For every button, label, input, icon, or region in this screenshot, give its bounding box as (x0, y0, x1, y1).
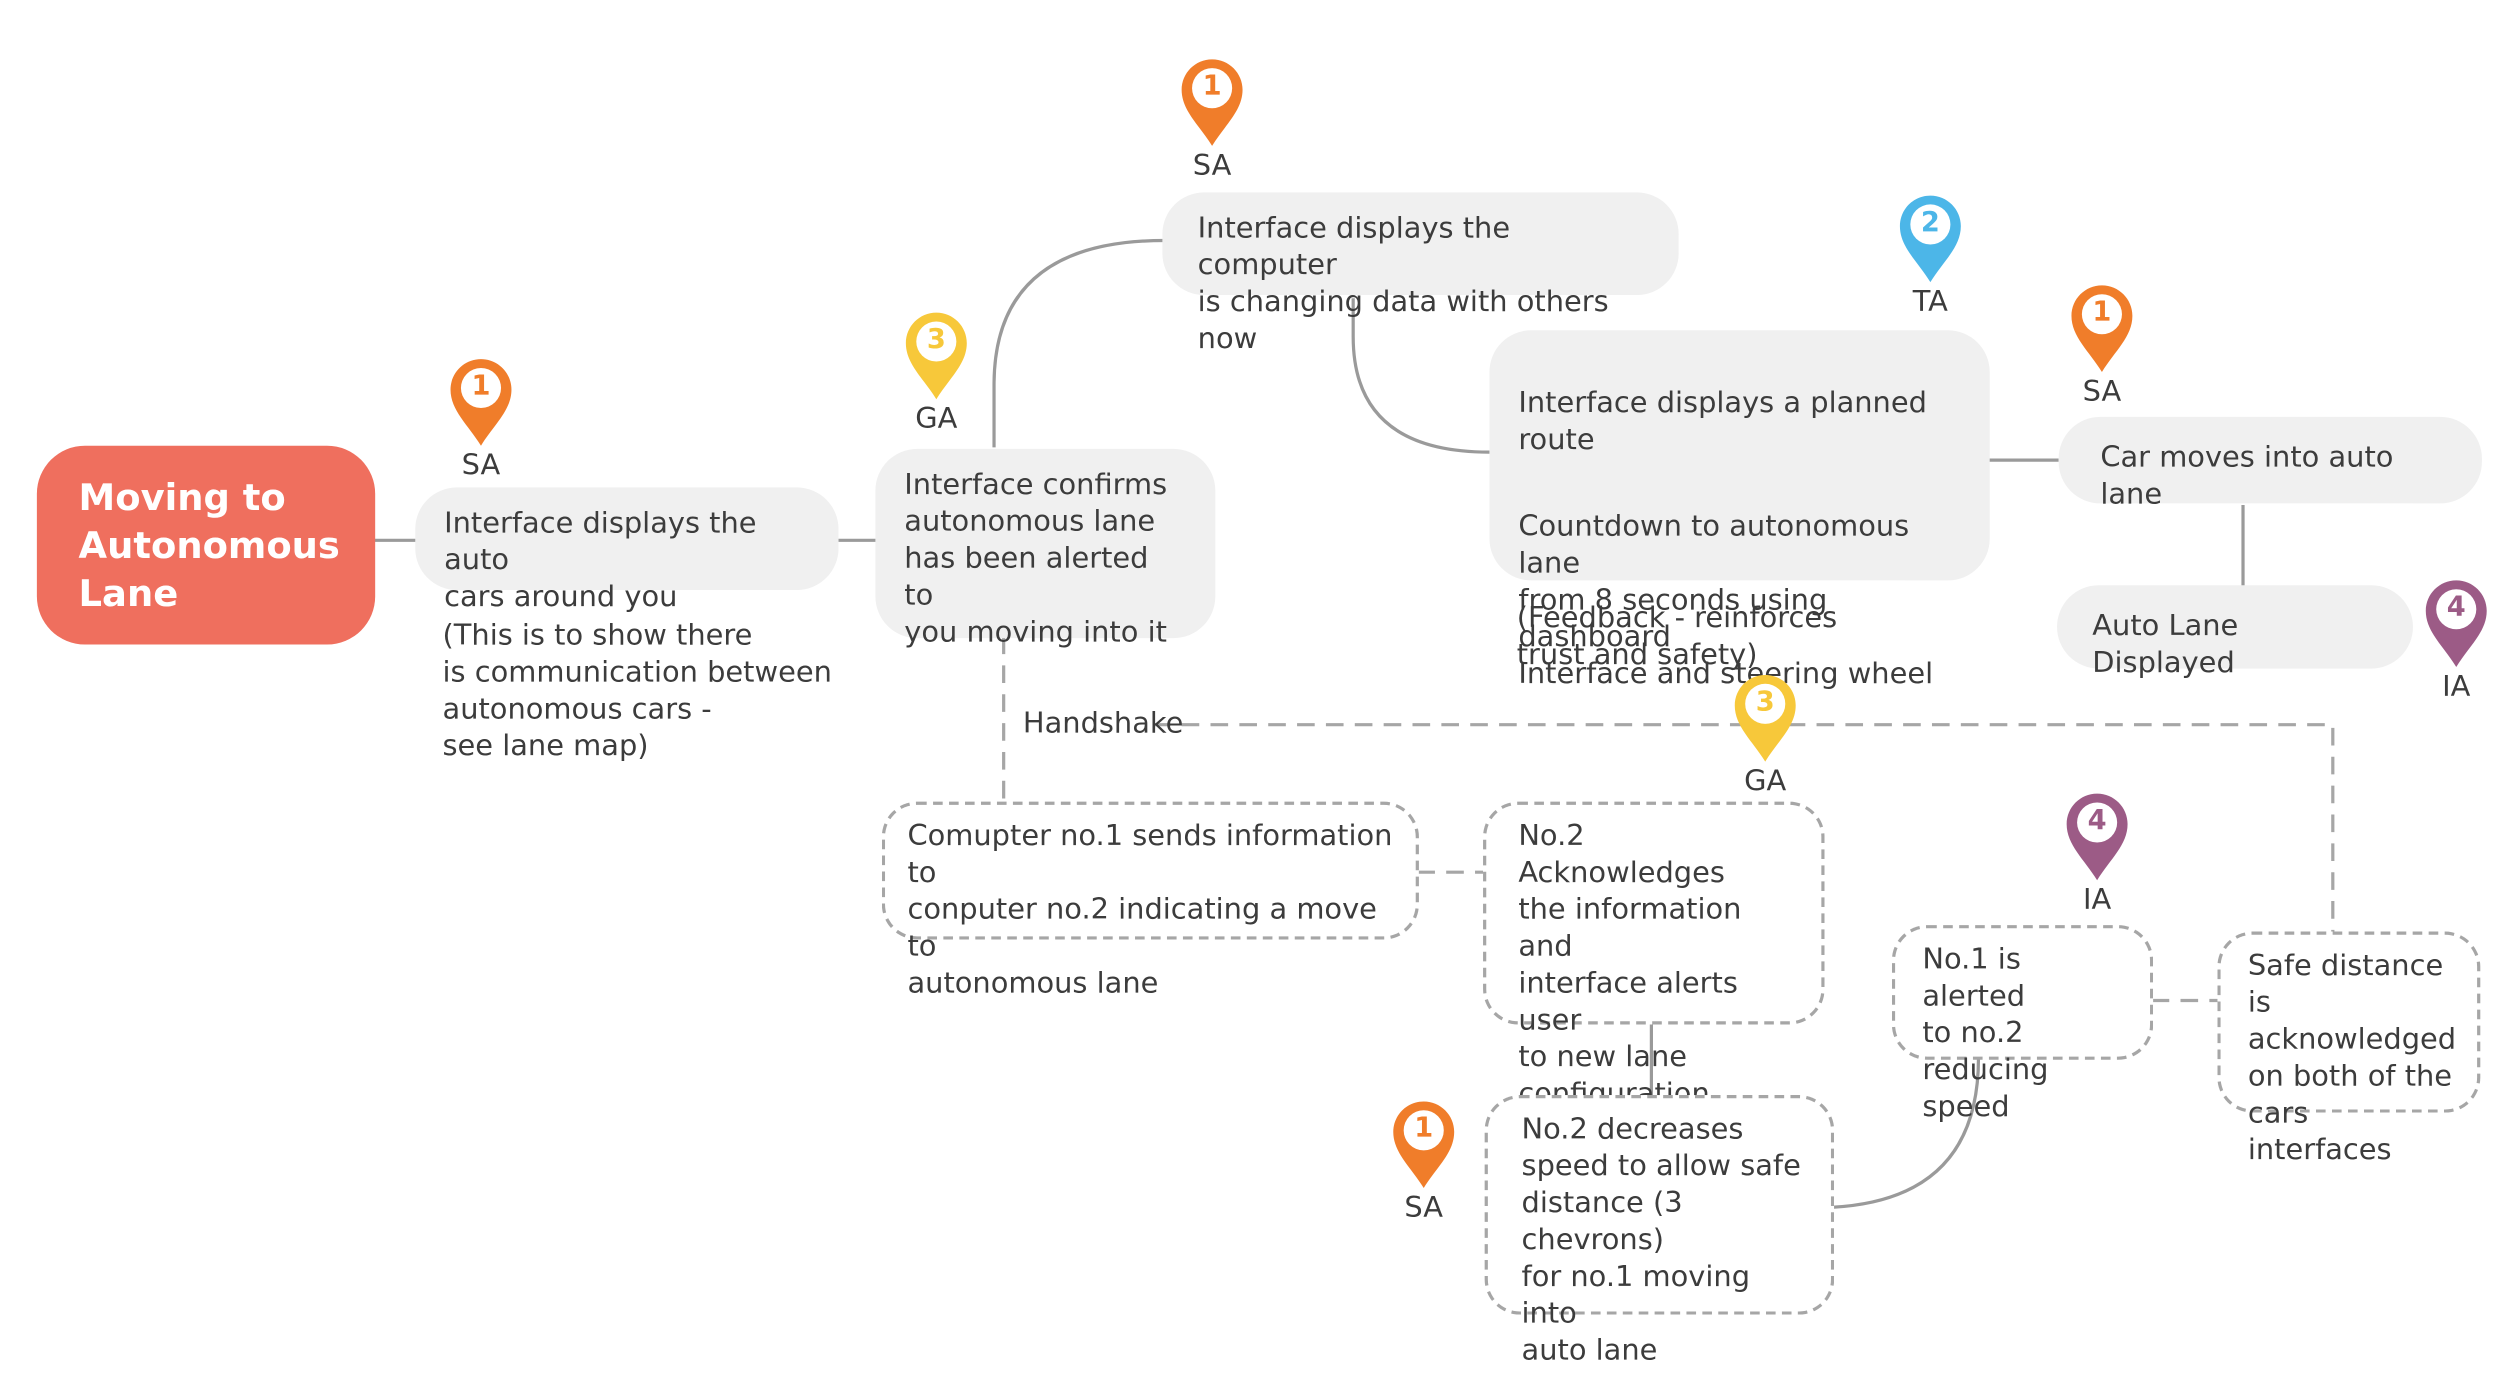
marker-number: 1 (471, 370, 491, 403)
node-safe-distance[interactable]: Safe distance is acknowledged on both of… (2217, 931, 2481, 1167)
marker-ga-3-acknowledges: 3 GA (1733, 673, 1797, 801)
node-no2-acknowledges[interactable]: No.2 Acknowledges the information and in… (1483, 801, 1825, 1111)
main-topic[interactable]: Moving to Autonomous Lane (36, 445, 376, 645)
marker-code: SA (461, 448, 501, 483)
note-auto-cars: (This is to show there is communication … (442, 618, 832, 764)
marker-code: TA (1912, 285, 1948, 320)
marker-code: GA (915, 402, 958, 437)
marker-code: GA (1744, 764, 1787, 799)
node-confirms[interactable]: Interface confirms autonomous lane has b… (875, 448, 1216, 649)
marker-number: 4 (2446, 591, 2466, 624)
node-computer-data[interactable]: Interface displays the computer is chang… (1162, 192, 1679, 356)
marker-code: SA (1404, 1191, 1444, 1225)
node-route-group[interactable]: Interface displays a planned route Count… (1489, 330, 1990, 691)
marker-number: 1 (2092, 296, 2112, 329)
connector-decreases-to-alerted (1832, 1058, 1981, 1209)
node-auto-cars[interactable]: Interface displays the auto cars around … (415, 487, 839, 614)
connector-computer-data-to-route (1351, 298, 1490, 454)
marker-sa-1-no2-decreases: 1 SA (1392, 1100, 1456, 1228)
marker-code: SA (1192, 149, 1232, 183)
marker-code: IA (2442, 670, 2471, 704)
marker-sa-1-computer-data: 1 SA (1180, 58, 1244, 186)
marker-ta-2-route: 2 TA (1898, 194, 1962, 322)
connector-confirms-to-computer-data (992, 238, 1164, 448)
marker-code: SA (2082, 375, 2122, 409)
node-planned-route: Interface displays a planned route (1518, 386, 1927, 457)
node-no1-alerted[interactable]: No.1 is alerted to no.2 reducing speed (1891, 925, 2154, 1124)
marker-ia-4-no1-alerted: 4 IA (2065, 792, 2129, 920)
marker-ga-3-confirms: 3 GA (904, 311, 968, 439)
note-feedback: (Feedback - reinforces trust and safety) (1516, 601, 1838, 672)
marker-number: 4 (2087, 804, 2107, 837)
marker-number: 1 (1414, 1112, 1434, 1145)
marker-ia-4-auto-lane-displayed: 4 IA (2424, 579, 2488, 707)
marker-code: IA (2082, 883, 2112, 918)
marker-sa-1-car-moves: 1 SA (2070, 284, 2134, 412)
node-no2-decreases[interactable]: No.2 decreases speed to allow safe dista… (1484, 1095, 1835, 1368)
node-computer-no1[interactable]: Comupter no.1 sends information to conpu… (881, 801, 1419, 1000)
node-car-moves[interactable]: Car moves into auto lane (2058, 416, 2482, 511)
marker-sa-1-auto-cars: 1 SA (449, 358, 513, 486)
marker-number: 2 (1920, 206, 1940, 239)
marker-number: 3 (926, 323, 946, 356)
label-handshake: Handshake (1022, 707, 1184, 741)
marker-number: 1 (1202, 70, 1222, 103)
node-countdown: Countdown to autonomous lane from 8 seco… (1518, 509, 1934, 692)
node-auto-lane-displayed[interactable]: Auto Lane Displayed (2057, 585, 2413, 680)
marker-number: 3 (1755, 686, 1775, 719)
